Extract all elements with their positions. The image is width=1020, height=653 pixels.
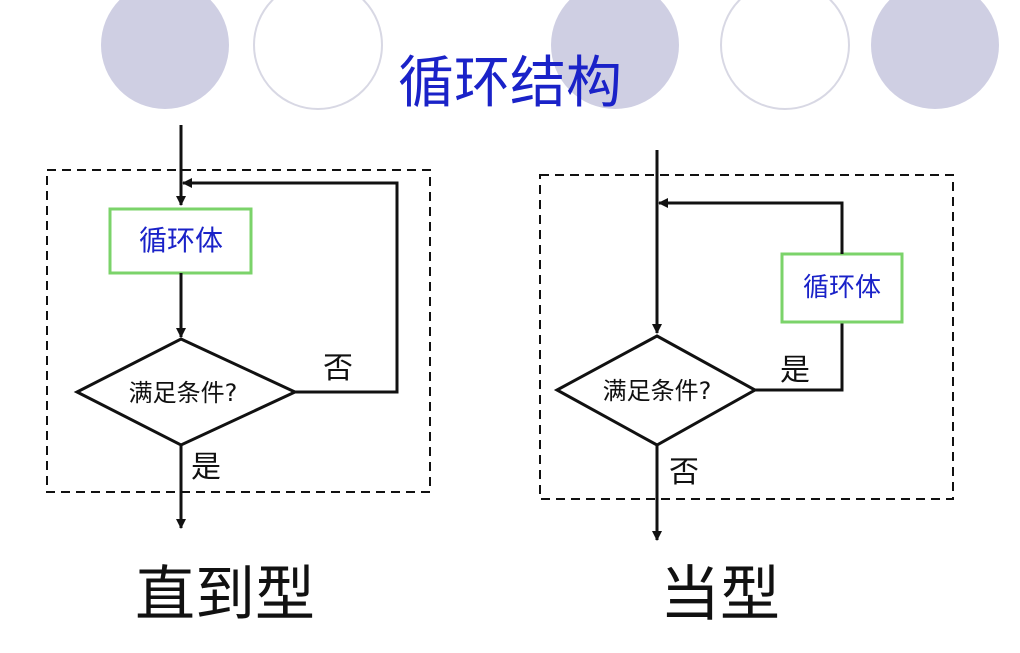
decor-circle [253, 0, 383, 110]
while-body-loop-back-arrow [658, 198, 844, 254]
until-loop-diagram: 循环体 满足条件? 否 是 [46, 125, 431, 529]
page-title: 循环结构 [398, 51, 622, 116]
until-no-label: 否 [323, 351, 353, 386]
decor-circle [551, 0, 679, 109]
until-condition-label: 满足条件? [129, 379, 238, 407]
decor-circle [720, 0, 850, 110]
while-body-label: 循环体 [803, 273, 881, 303]
until-loop-dashed-frame [46, 169, 431, 493]
until-body-label: 循环体 [139, 224, 223, 257]
until-no-loop-back-arrow [182, 178, 399, 394]
while-no-label: 否 [669, 455, 699, 490]
while-loop-diagram: 满足条件? 循环体 是 否 [539, 150, 954, 541]
until-body-box [108, 207, 253, 275]
decor-circle [871, 0, 999, 109]
decor-circle [101, 0, 229, 109]
while-yes-label: 是 [780, 353, 810, 388]
while-condition-label: 满足条件? [603, 377, 712, 405]
decorative-circles [101, 0, 999, 110]
until-yes-label: 是 [191, 450, 221, 485]
while-yes-to-body-line [755, 322, 844, 392]
while-loop-caption: 当型 [660, 560, 780, 630]
while-loop-dashed-frame [539, 174, 954, 500]
until-loop-caption: 直到型 [135, 560, 315, 630]
